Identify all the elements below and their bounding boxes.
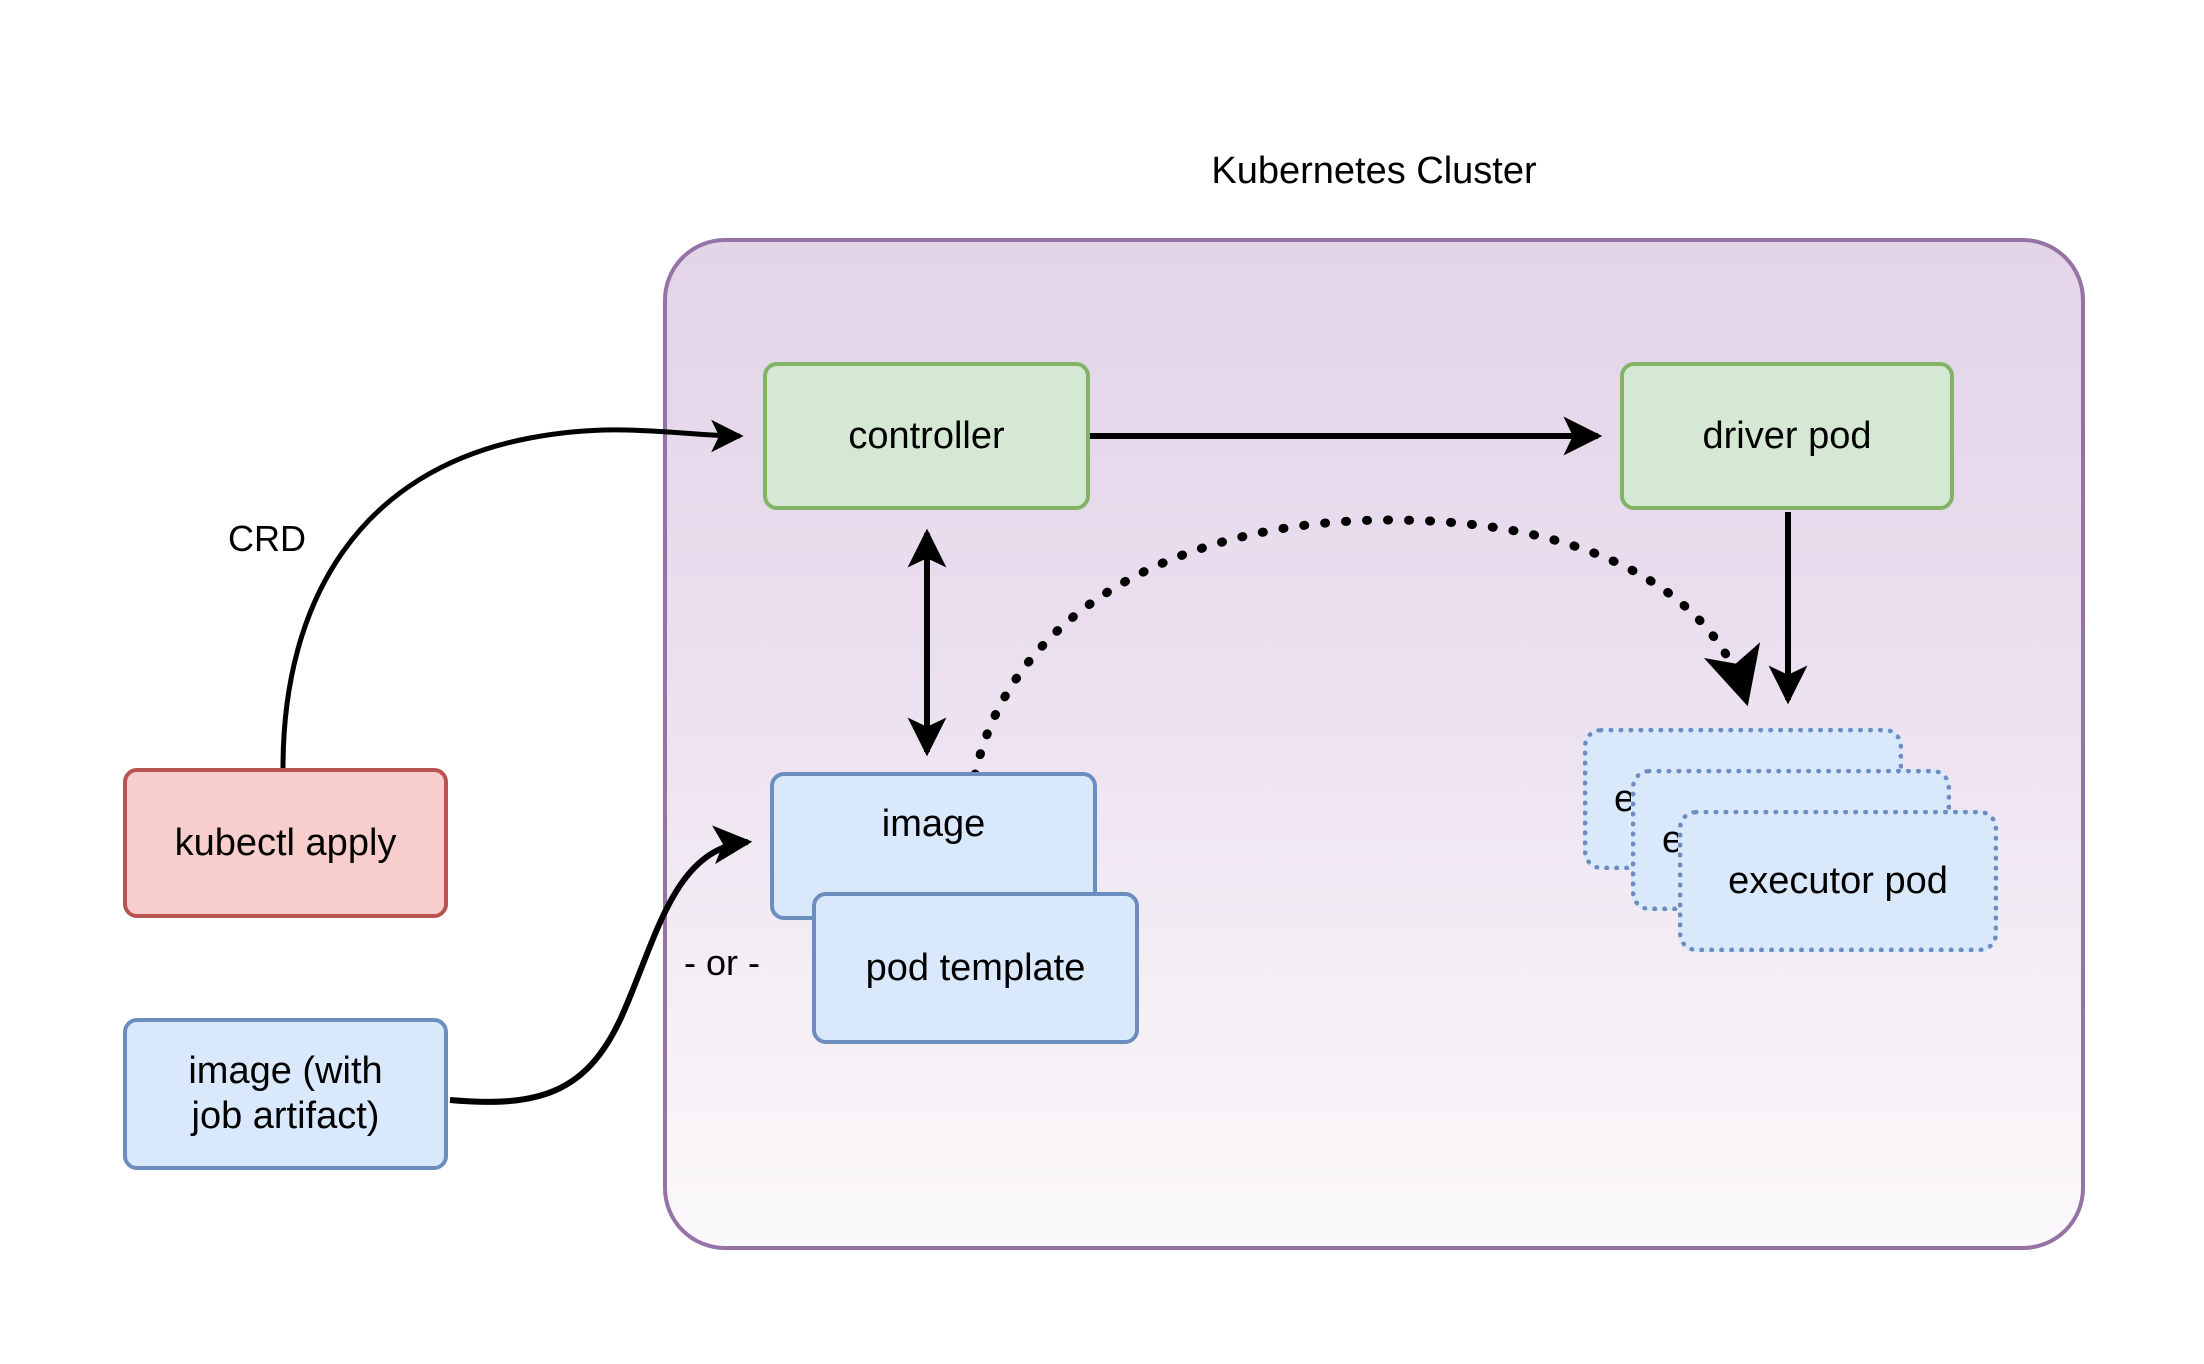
executor-pod-front[interactable]: executor pod <box>1678 810 1998 952</box>
node-pod-template[interactable]: pod template <box>812 892 1139 1044</box>
node-controller[interactable]: controller <box>763 362 1090 510</box>
node-image-with-job-artifact[interactable]: image (with job artifact) <box>123 1018 448 1170</box>
edge-label-or: - or - <box>684 942 760 983</box>
node-driver-pod[interactable]: driver pod <box>1620 362 1954 510</box>
node-kubectl-apply[interactable]: kubectl apply <box>123 768 448 918</box>
edge-label-crd: CRD <box>228 518 306 559</box>
cluster-title: Kubernetes Cluster <box>1211 150 1537 192</box>
